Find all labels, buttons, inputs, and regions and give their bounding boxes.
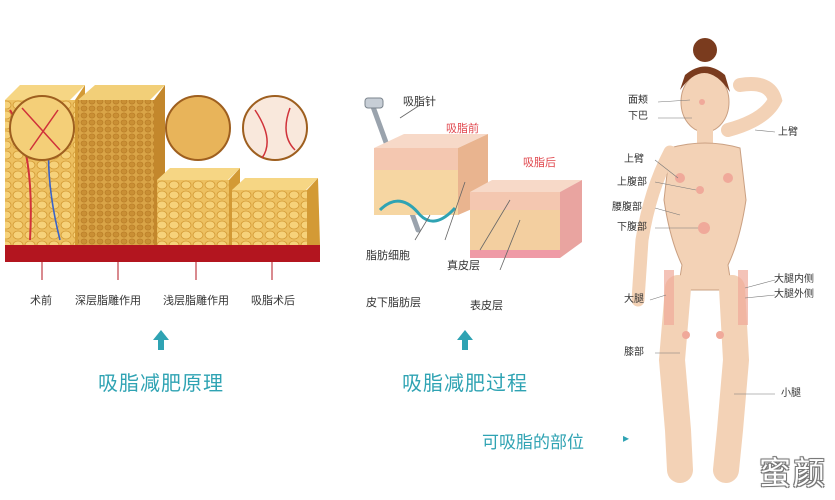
- stage-label-after: 吸脂术后: [251, 294, 295, 307]
- skin-layers-illustration: [364, 97, 582, 270]
- cannula-label: 吸脂针: [403, 95, 436, 108]
- up-arrow-stem: [158, 340, 164, 350]
- fat-tissue-blocks-illustration: [5, 85, 320, 280]
- body-label-inner-thigh: 大腿内侧: [774, 274, 814, 285]
- body-label-knee: 膝部: [624, 347, 644, 358]
- body-figure-illustration: [631, 38, 783, 483]
- up-arrow-icon: [457, 330, 473, 340]
- body-label-outer-thigh: 大腿外侧: [774, 289, 814, 300]
- body-label-waist: 腰腹部: [612, 202, 642, 213]
- dermis-label: 真皮层: [447, 259, 480, 272]
- before-label: 吸脂前: [446, 122, 479, 135]
- body-label-chin: 下巴: [628, 111, 648, 122]
- play-arrow-icon: ▸: [623, 431, 630, 445]
- body-label-thigh: 大腿: [624, 294, 644, 305]
- principle-caption: 吸脂减肥原理: [98, 371, 224, 395]
- subcutaneous-label: 皮下脂肪层: [366, 296, 421, 309]
- stage-label-shallow: 浅层脂雕作用: [163, 294, 229, 307]
- body-label-upper-arm-right: 上臂: [778, 127, 798, 138]
- body-label-calf: 小腿: [781, 388, 801, 399]
- after-label: 吸脂后: [523, 156, 556, 169]
- process-caption: 吸脂减肥过程: [402, 371, 528, 395]
- body-label-upper-abdomen: 上腹部: [617, 177, 647, 188]
- up-arrow-stem: [462, 340, 468, 350]
- watermark-logo: 蜜颜: [758, 454, 827, 492]
- body-label-lower-abdomen: 下腹部: [617, 222, 647, 233]
- epidermis-label: 表皮层: [470, 299, 503, 312]
- stage-label-deep: 深层脂雕作用: [75, 294, 141, 307]
- fat-cell-label: 脂肪细胞: [366, 249, 410, 262]
- body-label-upper-arm-left: 上臂: [624, 154, 644, 165]
- stage-label-before: 术前: [30, 294, 52, 307]
- body-label-cheek: 面颊: [628, 95, 648, 106]
- up-arrow-icon: [153, 330, 169, 340]
- body-caption: 可吸脂的部位: [482, 433, 584, 453]
